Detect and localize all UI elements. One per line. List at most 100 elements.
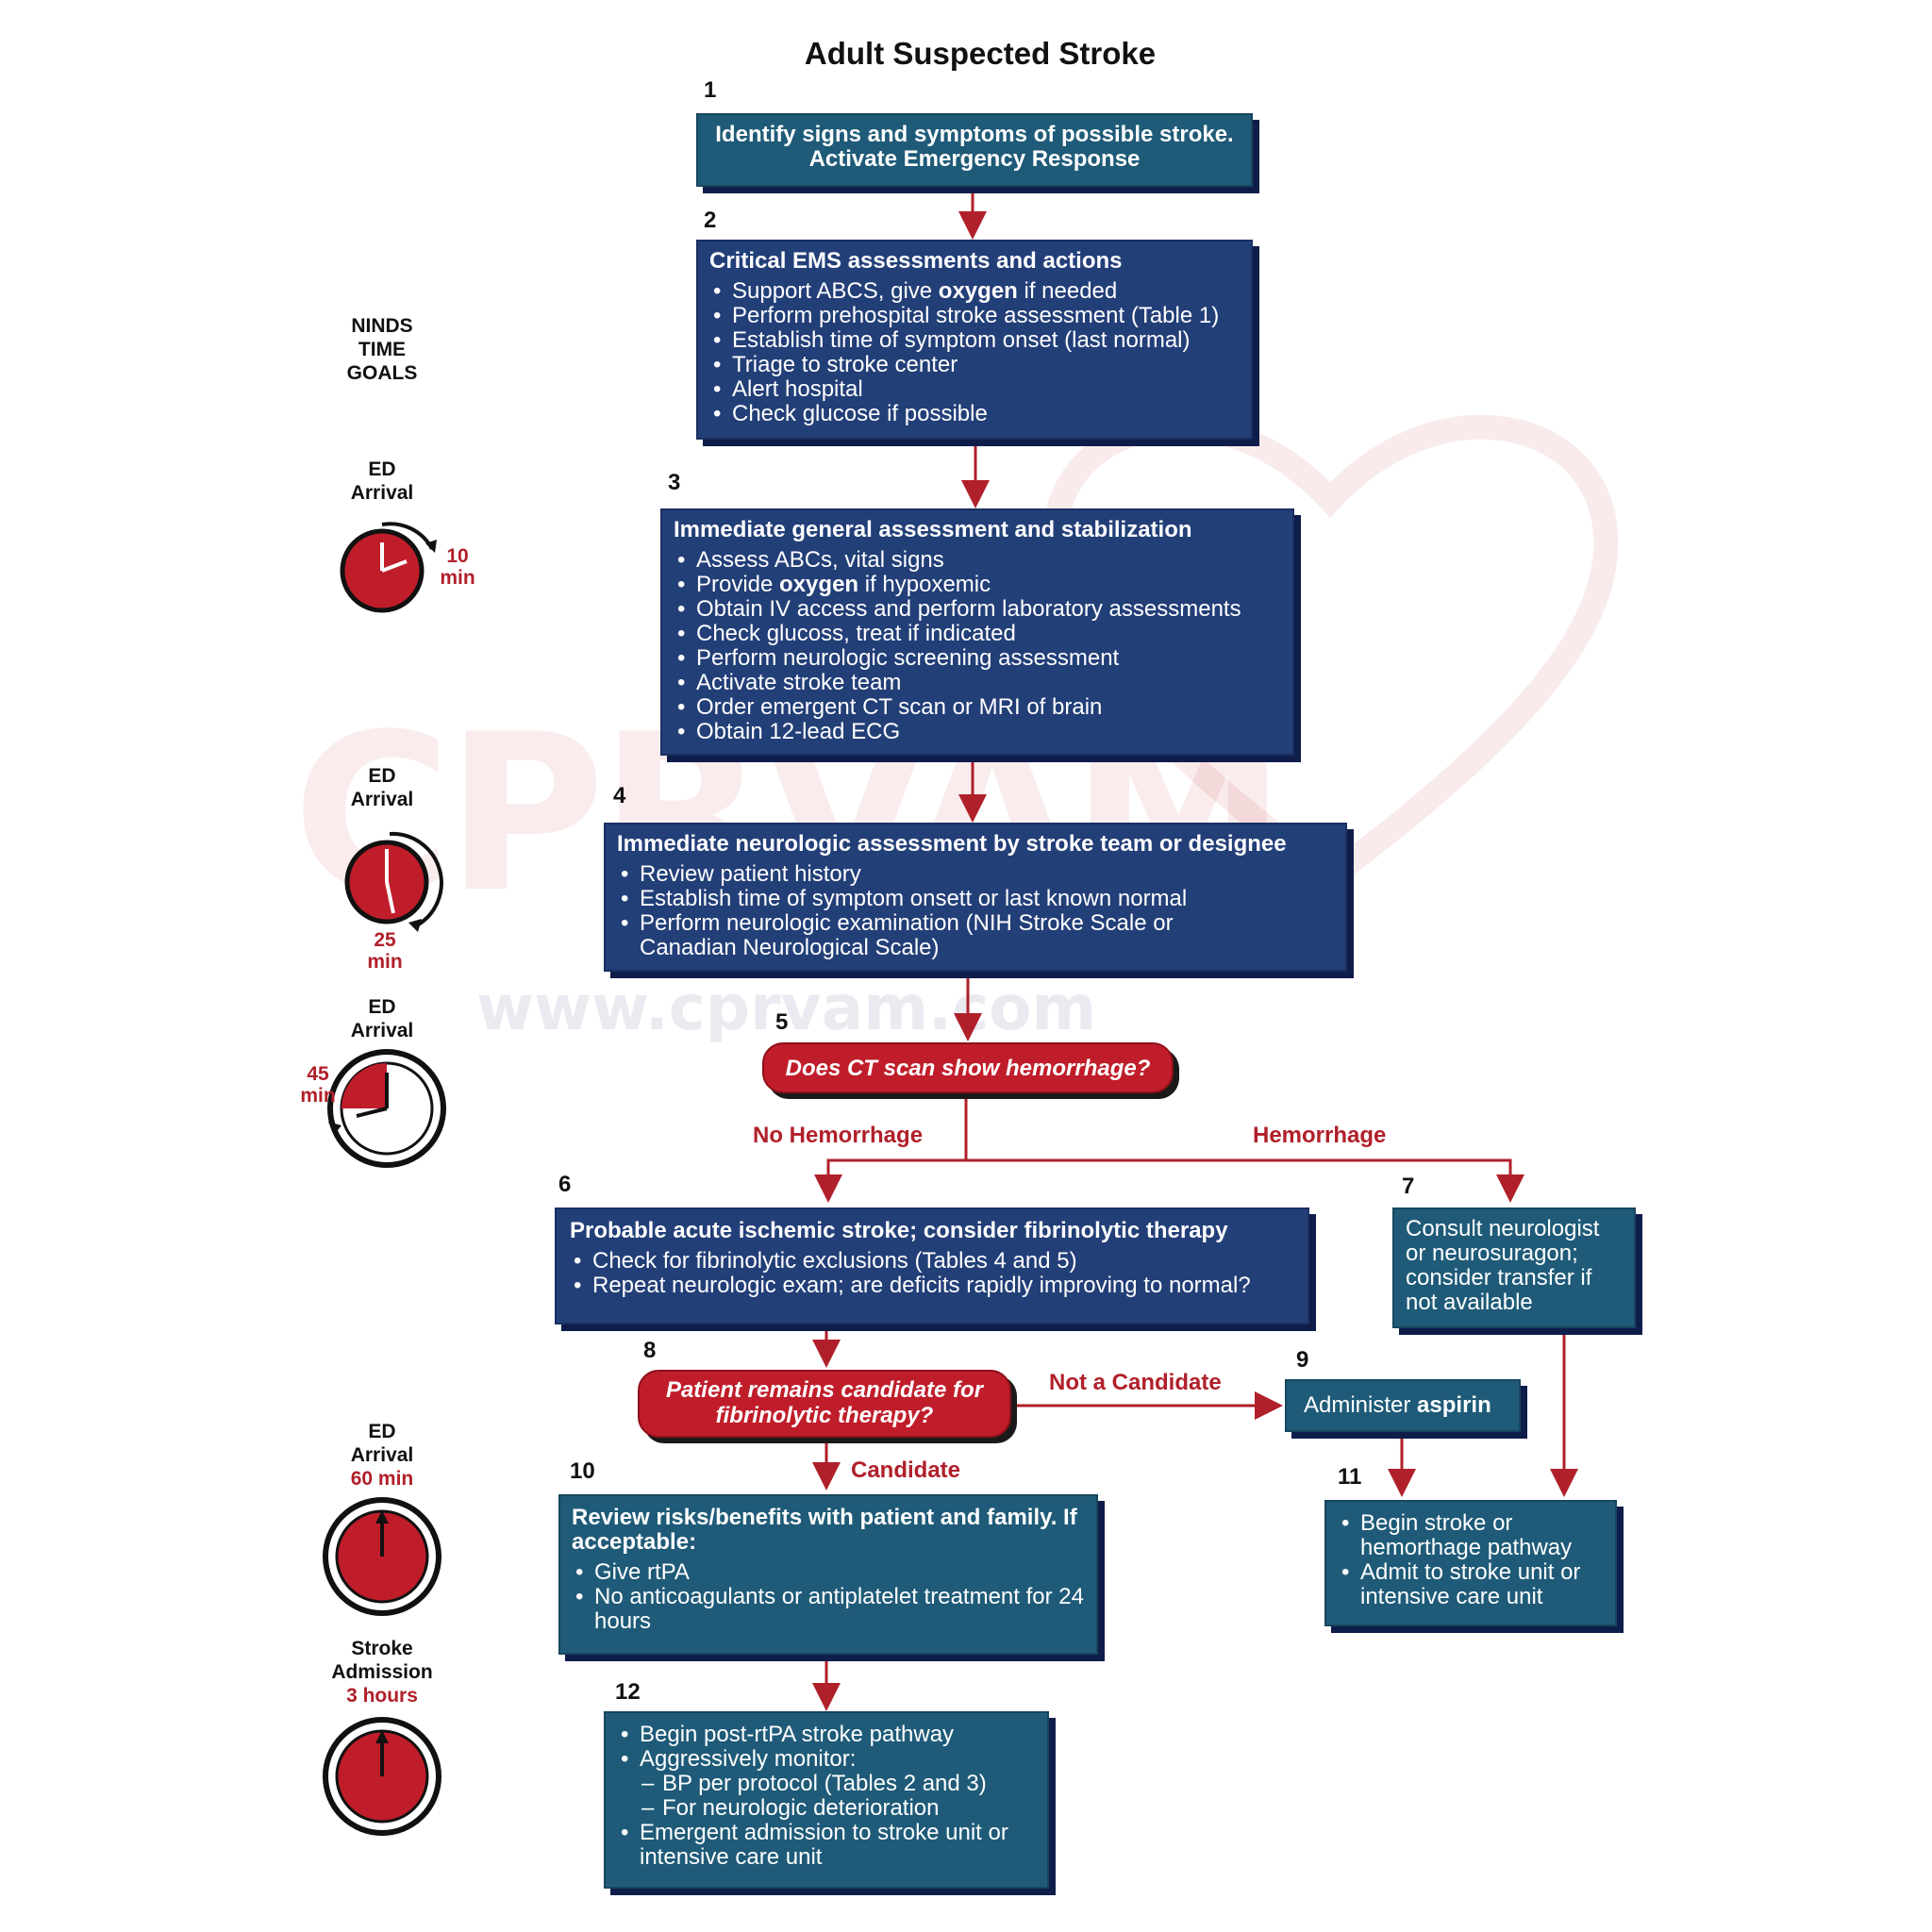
step-12-box: Begin post-rtPA stroke pathway Aggressiv… bbox=[604, 1711, 1049, 1889]
clock-label-line: Arrival bbox=[350, 1444, 414, 1466]
clock-icon-25-min bbox=[344, 831, 443, 932]
decision-candidate-fibrinolytic: Patient remains candidate for fibrinolyt… bbox=[638, 1370, 1011, 1438]
branch-label-hemorrhage: Hemorrhage bbox=[1253, 1123, 1387, 1148]
clock-label-ed-arrival-60: ED Arrival 60 min bbox=[321, 1420, 443, 1491]
clock-icon-45-min bbox=[327, 1049, 446, 1168]
step-4-heading: Immediate neurologic assessment by strok… bbox=[617, 831, 1287, 857]
branch-label-no-hemorrhage: No Hemorrhage bbox=[753, 1123, 924, 1148]
item-text: Support ABCS, give bbox=[732, 278, 939, 304]
branch-label-candidate: Candidate bbox=[851, 1457, 961, 1483]
item-text: Aggressively monitor: bbox=[640, 1746, 857, 1772]
step-10-box: Review risks/benefits with patient and f… bbox=[558, 1494, 1098, 1655]
step-2-heading: Critical EMS assessments and actions bbox=[709, 248, 1123, 274]
step-12-item: Emergent admission to stroke unit or int… bbox=[617, 1821, 1036, 1870]
step-2-item: Check glucose if possible bbox=[709, 402, 1240, 427]
step-number-11: 11 bbox=[1338, 1464, 1362, 1490]
clock-mins-10: 10 min bbox=[429, 545, 486, 589]
step-12-item: Aggressively monitor: BP per protocol (T… bbox=[617, 1746, 1036, 1822]
clock-label-line: Stroke bbox=[351, 1638, 413, 1659]
clock-mins-3-hours: 3 hours bbox=[346, 1685, 418, 1707]
step-3-box: Immediate general assessment and stabili… bbox=[660, 508, 1294, 756]
clock-label-ed-arrival-25: ED Arrival bbox=[330, 764, 434, 811]
side-header-line: TIME bbox=[358, 339, 407, 360]
clock-label-stroke-admission: Stroke Admission 3 hours bbox=[311, 1637, 453, 1707]
step-4-item: Review patient history bbox=[617, 862, 1334, 888]
step-number-5: 5 bbox=[775, 1009, 789, 1035]
step-number-9: 9 bbox=[1296, 1347, 1309, 1373]
clock-label-line: ED bbox=[368, 1421, 396, 1442]
step-number-1: 1 bbox=[704, 77, 717, 103]
step-4-item: Establish time of symptom onsett or last… bbox=[617, 887, 1334, 912]
step-4-box: Immediate neurologic assessment by strok… bbox=[604, 823, 1347, 972]
clock-label-line: ED bbox=[368, 458, 396, 480]
step-4-item: Perform neurologic examination (NIH Stro… bbox=[617, 911, 1334, 960]
step-2-item: Alert hospital bbox=[709, 377, 1240, 403]
page-title: Adult Suspected Stroke bbox=[804, 36, 1157, 71]
step-number-4: 4 bbox=[613, 783, 626, 808]
step-10-item: No anticoagulants or antiplatelet treatm… bbox=[572, 1585, 1085, 1634]
step-6-item: Repeat neurologic exam; are deficits rap… bbox=[570, 1274, 1294, 1299]
item-text: if hypoxemic bbox=[858, 572, 991, 597]
step-9-bold: aspirin bbox=[1417, 1392, 1491, 1418]
step-number-2: 2 bbox=[704, 208, 717, 233]
step-number-6: 6 bbox=[558, 1172, 572, 1197]
step-3-heading: Immediate general assessment and stabili… bbox=[674, 517, 1192, 542]
clock-icon-10-min bbox=[340, 522, 437, 613]
step-number-12: 12 bbox=[615, 1679, 641, 1705]
clock-label-line: ED bbox=[368, 765, 396, 787]
step-6-heading: Probable acute ischemic stroke; consider… bbox=[570, 1218, 1228, 1243]
step-3-item: Perform neurologic screening assessment bbox=[674, 646, 1281, 672]
step-2-item: Perform prehospital stroke assessment (T… bbox=[709, 304, 1240, 329]
step-1-line: Identify signs and symptoms of possible … bbox=[715, 122, 1234, 147]
step-7-text: Consult neurologist or neurosuragon; con… bbox=[1406, 1216, 1600, 1315]
clock-mins-line: 10 bbox=[446, 545, 469, 567]
clock-mins-line: min bbox=[300, 1085, 336, 1107]
branch-label-not-candidate: Not a Candidate bbox=[1049, 1370, 1222, 1395]
step-3-item: Obtain 12-lead ECG bbox=[674, 720, 1281, 745]
step-11-item: Begin stroke or hemorthage pathway bbox=[1338, 1511, 1604, 1560]
clock-mins-line: 45 bbox=[307, 1063, 329, 1085]
clock-label-ed-arrival-10: ED Arrival bbox=[330, 458, 434, 505]
step-12-subitem: For neurologic deterioration bbox=[640, 1796, 1036, 1822]
step-2-item: Support ABCS, give oxygen if needed bbox=[709, 278, 1240, 305]
step-3-item: Activate stroke team bbox=[674, 671, 1281, 696]
clock-label-line: Arrival bbox=[350, 482, 414, 504]
step-10-item: Give rtPA bbox=[572, 1560, 1085, 1586]
step-3-item: Assess ABCs, vital signs bbox=[674, 548, 1281, 574]
clock-mins-60: 60 min bbox=[350, 1468, 414, 1490]
clock-label-line: ED bbox=[368, 996, 396, 1018]
step-12-subitem: BP per protocol (Tables 2 and 3) bbox=[640, 1772, 1036, 1797]
side-header-line: NINDS bbox=[351, 315, 413, 337]
clock-label-line: Arrival bbox=[350, 1020, 414, 1041]
clock-label-ed-arrival-45: ED Arrival bbox=[330, 995, 434, 1042]
step-11-box: Begin stroke or hemorthage pathway Admit… bbox=[1324, 1500, 1617, 1626]
step-10-heading: Review risks/benefits with patient and f… bbox=[572, 1505, 1077, 1555]
step-9-box: Administer aspirin bbox=[1285, 1379, 1521, 1432]
clock-icon-60-min bbox=[323, 1497, 441, 1616]
clock-icon-3-hours bbox=[323, 1717, 441, 1836]
watermark-url: www.cprvam.com bbox=[476, 972, 1097, 1044]
step-6-box: Probable acute ischemic stroke; consider… bbox=[555, 1208, 1309, 1324]
step-1-line: Activate Emergency Response bbox=[808, 146, 1141, 172]
clock-label-line: Arrival bbox=[350, 789, 414, 810]
step-3-item: Provide oxygen if hypoxemic bbox=[674, 572, 1281, 598]
side-header-line: GOALS bbox=[346, 362, 418, 384]
item-text: Provide bbox=[696, 572, 780, 597]
clock-mins-25: 25 min bbox=[357, 929, 413, 973]
step-3-item: Check glucoss, treat if indicated bbox=[674, 622, 1281, 647]
ninds-time-goals-header: NINDS TIME GOALS bbox=[311, 314, 453, 385]
step-number-8: 8 bbox=[643, 1338, 657, 1363]
step-1-box: Identify signs and symptoms of possible … bbox=[696, 113, 1253, 187]
step-3-item: Order emergent CT scan or MRI of brain bbox=[674, 695, 1281, 721]
clock-mins-45: 45 min bbox=[290, 1063, 346, 1107]
decision-ct-hemorrhage: Does CT scan show hemorrhage? bbox=[762, 1042, 1174, 1093]
decision-candidate-text: Patient remains candidate for fibrinolyt… bbox=[665, 1377, 984, 1428]
clock-mins-line: min bbox=[367, 951, 403, 973]
clock-mins-line: min bbox=[440, 567, 475, 589]
step-number-10: 10 bbox=[570, 1458, 595, 1484]
step-6-item: Check for fibrinolytic exclusions (Table… bbox=[570, 1249, 1294, 1274]
item-bold: oxygen bbox=[779, 572, 859, 597]
step-11-item: Admit to stroke unit or intensive care u… bbox=[1338, 1560, 1604, 1609]
step-number-7: 7 bbox=[1402, 1174, 1415, 1199]
